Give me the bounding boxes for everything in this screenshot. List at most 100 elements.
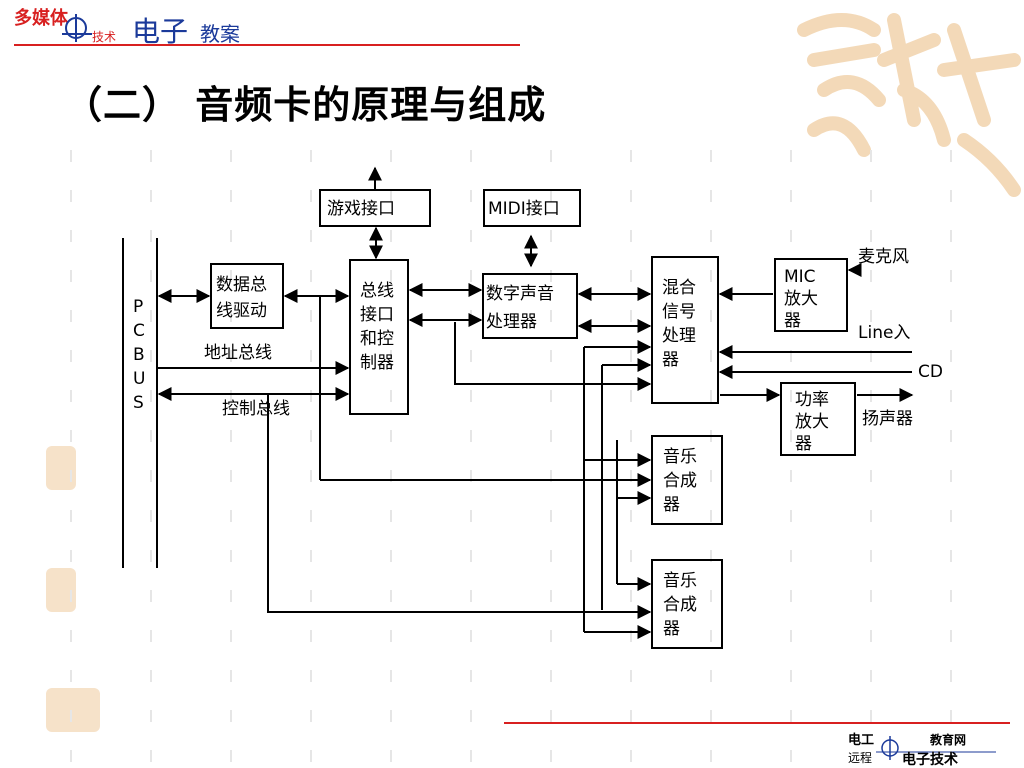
grid-dash (390, 550, 392, 562)
grid-dash (70, 150, 72, 162)
grid-dash (950, 630, 952, 642)
grid-dash (630, 630, 632, 642)
synth2-line2: 合成 (663, 595, 697, 615)
grid-dash (470, 510, 472, 522)
grid-dash (630, 350, 632, 362)
grid-dash (230, 150, 232, 162)
grid-dash (390, 670, 392, 682)
grid-dash (70, 190, 72, 202)
grid-dash (870, 590, 872, 602)
grid-dash (310, 430, 312, 442)
grid-dash (710, 510, 712, 522)
grid-dash (390, 430, 392, 442)
grid-dash (870, 350, 872, 362)
address-bus-label: 地址总线 (204, 343, 272, 363)
grid-dash (710, 590, 712, 602)
grid-dash (150, 310, 152, 322)
grid-dash (790, 510, 792, 522)
grid-dash (790, 270, 792, 282)
grid-dash (950, 150, 952, 162)
grid-dash (870, 430, 872, 442)
grid-dash (630, 710, 632, 722)
mixer-line4: 器 (662, 350, 679, 370)
grid-dash (230, 230, 232, 242)
grid-dash (150, 710, 152, 722)
grid-dash (390, 710, 392, 722)
grid-dash (950, 310, 952, 322)
grid-dash (950, 590, 952, 602)
grid-dash (630, 670, 632, 682)
grid-dash (630, 510, 632, 522)
grid-dash (230, 550, 232, 562)
grid-dash (70, 510, 72, 522)
synth1-line3: 器 (663, 495, 680, 515)
grid-dash (390, 390, 392, 402)
game-port-label: 游戏接口 (327, 199, 395, 219)
pcbus-letter-s: S (133, 393, 144, 413)
mic-amp-line3: 器 (784, 311, 801, 331)
header-divider (14, 44, 520, 46)
grid-dash (150, 750, 152, 762)
grid-dash (790, 750, 792, 762)
grid-dash (470, 150, 472, 162)
microphone-label: 麦克风 (858, 247, 909, 267)
grid-dash (710, 630, 712, 642)
synth1-line2: 合成 (663, 471, 697, 491)
grid-dash (470, 550, 472, 562)
grid-dash (470, 710, 472, 722)
grid-dash (950, 470, 952, 482)
grid-dash (150, 230, 152, 242)
header-logo: 多媒体 技术 电子 教案 (14, 6, 264, 48)
footer-logo-top-left: 电工 (848, 732, 874, 748)
grid-dash (870, 470, 872, 482)
grid-dash (470, 230, 472, 242)
grid-dash (470, 190, 472, 202)
header-small-text: 技术 (92, 30, 117, 44)
grid-dash (230, 510, 232, 522)
grid-dash (150, 590, 152, 602)
speaker-label: 扬声器 (862, 409, 913, 429)
grid-dash (230, 470, 232, 482)
grid-dash (70, 590, 72, 602)
grid-dash (310, 230, 312, 242)
grid-dash (710, 750, 712, 762)
header-big-text2: 教案 (200, 22, 240, 46)
grid-dash (550, 430, 552, 442)
grid-dash (150, 630, 152, 642)
grid-dash (710, 390, 712, 402)
grid-dash (70, 230, 72, 242)
grid-dash (790, 190, 792, 202)
grid-dash (230, 590, 232, 602)
watermark-calligraphy-icon (797, 13, 1021, 197)
grid-dash (470, 270, 472, 282)
controller-line1: 总线 (360, 281, 394, 301)
grid-dash (310, 190, 312, 202)
grid-dash (150, 670, 152, 682)
grid-dash (150, 470, 152, 482)
grid-dash (230, 710, 232, 722)
grid-dash (630, 590, 632, 602)
grid-dash (150, 150, 152, 162)
footer-divider (504, 722, 1010, 724)
grid-dash (950, 190, 952, 202)
grid-dash (390, 310, 392, 322)
grid-dash (630, 430, 632, 442)
grid-dash (310, 310, 312, 322)
grid-dash (950, 350, 952, 362)
grid-dash (390, 190, 392, 202)
mixer-line3: 处理 (662, 326, 696, 346)
grid-dash (70, 470, 72, 482)
grid-dash (790, 350, 792, 362)
grid-dash (790, 470, 792, 482)
midi-port-label: MIDI接口 (488, 199, 560, 219)
grid-dash (150, 190, 152, 202)
grid-dash (230, 350, 232, 362)
grid-dash (390, 510, 392, 522)
grid-dash (630, 750, 632, 762)
grid-dash (310, 150, 312, 162)
grid-dash (390, 230, 392, 242)
grid-dash (150, 350, 152, 362)
grid-dash (230, 630, 232, 642)
footer-logo: 电工 远程 教育网 电子技术 (846, 730, 1006, 766)
